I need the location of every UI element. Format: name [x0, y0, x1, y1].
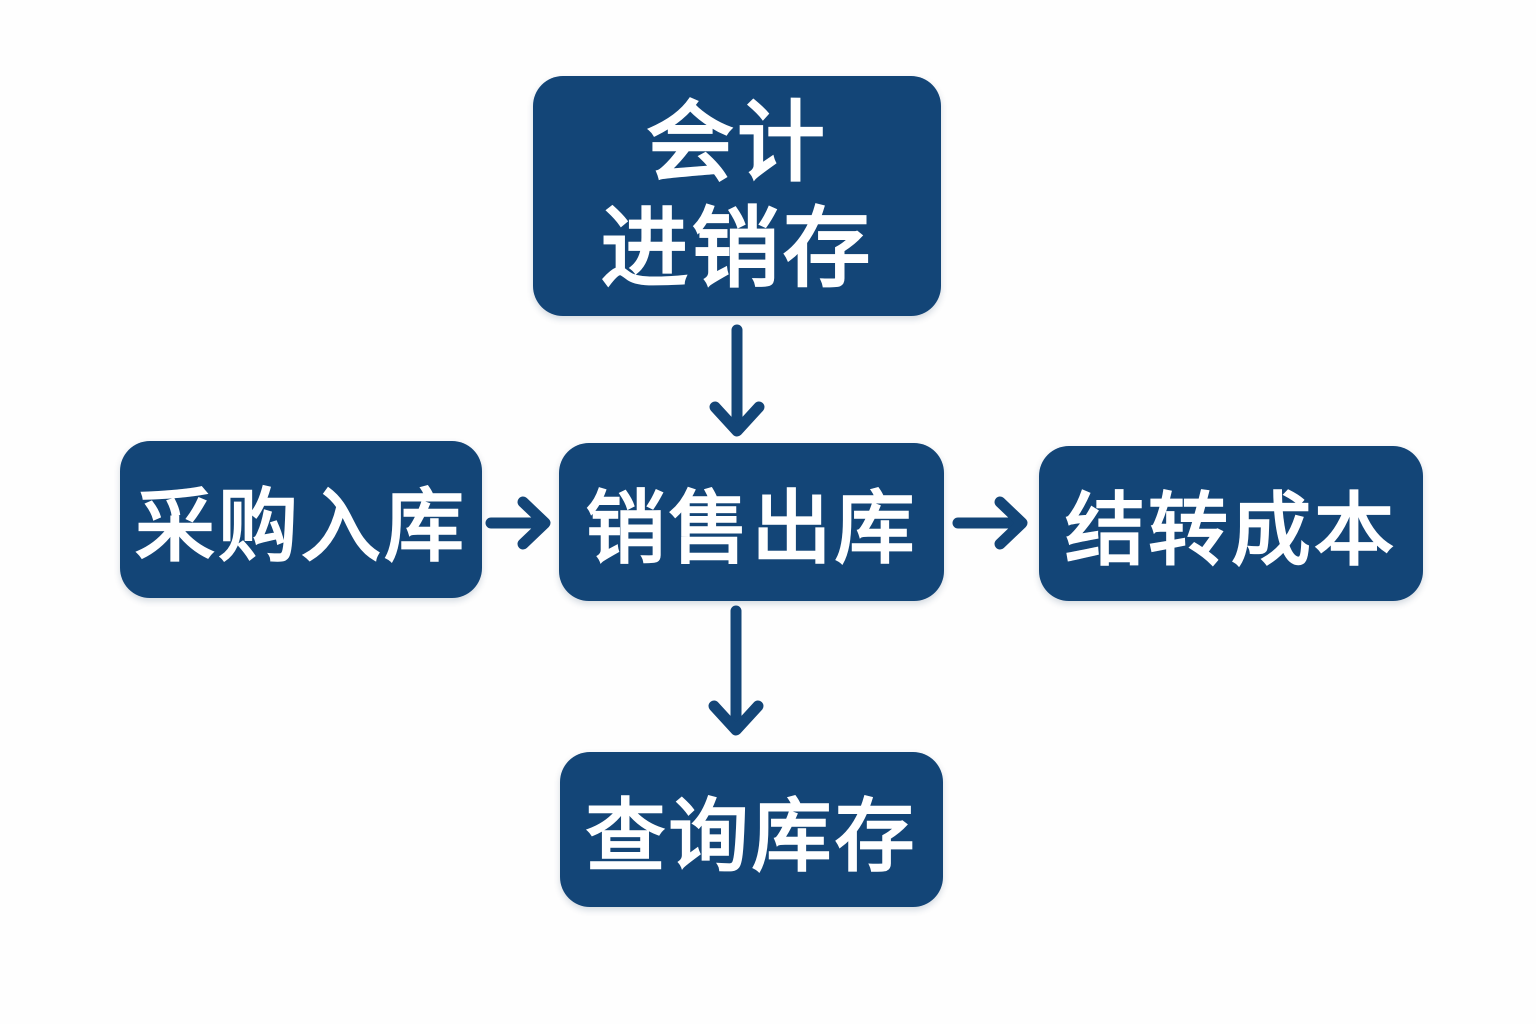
node-purchase-inbound: 采购入库 — [120, 441, 482, 598]
node-cost-carryover: 结转成本 — [1039, 446, 1423, 601]
node-accounting-inventory: 会计 进销存 — [533, 76, 941, 316]
arrow-down-icon — [707, 323, 767, 441]
node-label-line: 进销存 — [600, 197, 874, 300]
node-label: 结转成本 — [1065, 483, 1397, 577]
arrow-right-icon — [952, 493, 1028, 553]
node-label: 销售出库 — [585, 482, 918, 575]
node-inventory-query: 查询库存 — [560, 752, 943, 907]
arrow-right-icon — [485, 493, 551, 553]
node-label: 查询库存 — [585, 789, 918, 883]
node-label-line: 会计 — [645, 91, 828, 195]
node-sales-outbound: 销售出库 — [559, 443, 944, 601]
node-label: 采购入库 — [135, 479, 467, 573]
arrow-down-icon — [706, 604, 766, 740]
